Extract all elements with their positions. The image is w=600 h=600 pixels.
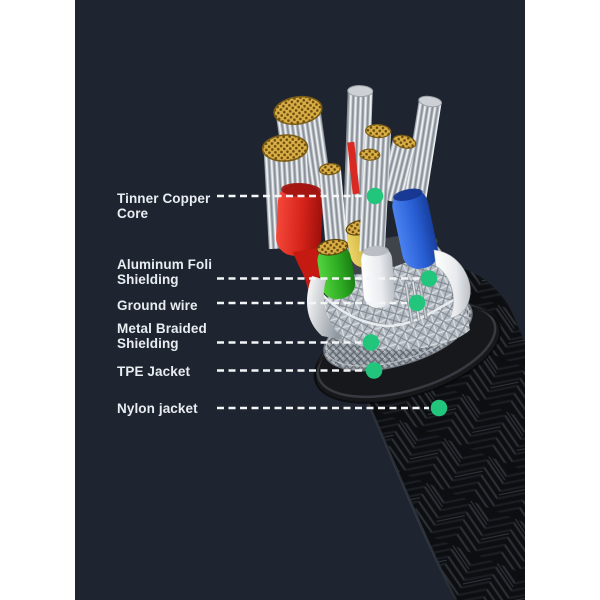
label-aluminum-foil-shielding: Aluminum Foli Shielding: [117, 257, 213, 287]
callout-dot-nylon-jacket: [430, 399, 448, 417]
wire-blue: [378, 134, 439, 269]
callout-dot-metal-braided: [362, 334, 380, 351]
callout-dot-aluminum-foil: [420, 270, 438, 287]
label-tinner-copper-core: Tinner Copper Core: [117, 191, 211, 221]
wire-red-sliver: [347, 141, 360, 195]
label-metal-braided-shielding: Metal Braided Shielding: [117, 321, 207, 351]
aluminum-foil-front-lip: [306, 276, 470, 350]
callout-dot-ground-wire: [408, 294, 426, 312]
label-ground-wire: Ground wire: [117, 298, 198, 313]
wire-bare-bundle-right: [403, 95, 443, 202]
wire-white-peel-curl: [433, 249, 471, 319]
wire-green: [316, 162, 356, 300]
label-nylon-jacket: Nylon jacket: [117, 401, 198, 416]
callout-dot-tinner-copper-core: [366, 187, 384, 205]
label-tpe-jacket: TPE Jacket: [117, 364, 191, 379]
callout-dot-tpe-jacket: [365, 362, 383, 379]
